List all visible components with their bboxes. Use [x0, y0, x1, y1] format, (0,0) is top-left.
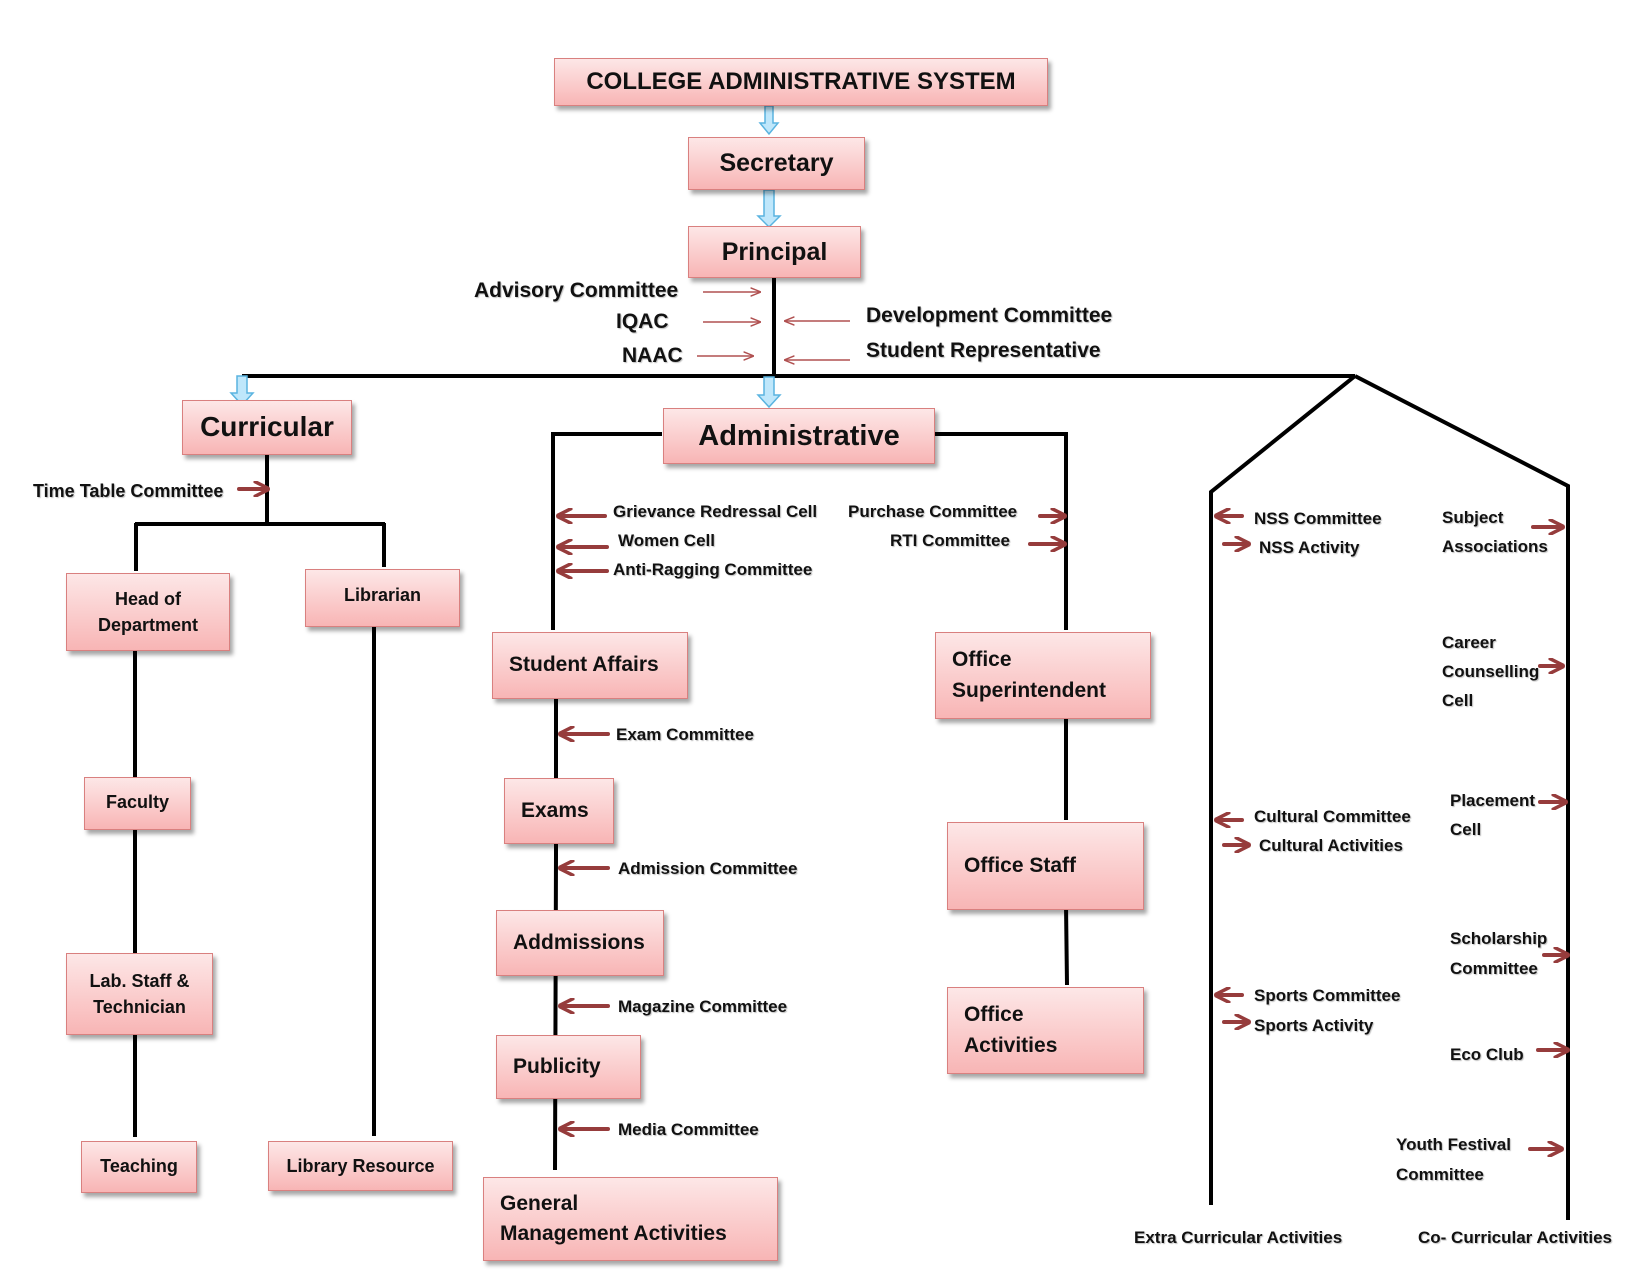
lab-staff-box: Lab. Staff & Technician — [66, 953, 213, 1035]
advisory-committee-label: Advisory Committee — [474, 279, 679, 302]
sports-committee-label: Sports Committee — [1254, 986, 1401, 1005]
grievance-label: Grievance Redressal Cell — [613, 502, 818, 521]
library-resource-box: Library Resource — [268, 1141, 453, 1191]
career-counselling-line2: Counselling — [1442, 662, 1540, 681]
exam-committee-label: Exam Committee — [616, 725, 754, 744]
administrative-text: Administrative — [698, 419, 900, 452]
office-activities-line1: Office — [964, 1003, 1024, 1027]
subject-associations-line2: Associations — [1442, 537, 1548, 556]
scholarship-committee-line1: Scholarship — [1450, 929, 1548, 948]
nss-committee-label: NSS Committee — [1254, 509, 1382, 528]
cultural-activities-label: Cultural Activities — [1259, 836, 1403, 855]
librarian-text: Librarian — [343, 585, 422, 605]
subject-associations-line1: Subject — [1442, 508, 1504, 527]
development-committee-label: Development Committee — [866, 304, 1113, 327]
nss-activity-label: NSS Activity — [1259, 538, 1360, 557]
scholarship-committee-line2: Committee — [1450, 959, 1538, 978]
administrative-box: Administrative — [663, 408, 935, 464]
hod-line2: Department — [97, 615, 199, 635]
office-superintendent-line2: Superintendent — [952, 678, 1107, 702]
office-staff-box: Office Staff — [947, 822, 1144, 910]
magazine-committee-label: Magazine Committee — [618, 997, 788, 1016]
women-cell-label: Women Cell — [618, 531, 715, 550]
eco-club-label: Eco Club — [1450, 1045, 1524, 1064]
principal-text: Principal — [721, 237, 828, 266]
career-counselling-line3: Cell — [1442, 691, 1474, 710]
hod-line1: Head of — [114, 588, 181, 609]
secretary-box: Secretary — [688, 137, 865, 190]
lab-line1: Lab. Staff & — [89, 970, 190, 991]
faculty-text: Faculty — [105, 792, 170, 812]
teaching-text: Teaching — [100, 1156, 178, 1176]
anti-ragging-clip: Anti-Ragging Committee — [610, 558, 850, 579]
secretary-text: Secretary — [719, 149, 834, 178]
youth-festival-line1: Youth Festival — [1396, 1135, 1511, 1154]
anti-ragging-label: Anti-Ragging Committee — [613, 560, 813, 579]
office-activities-line2: Activities — [964, 1033, 1058, 1057]
naac-label: NAAC — [622, 344, 683, 367]
publicity-text: Publicity — [513, 1054, 601, 1078]
general-management-box: General Management Activities — [483, 1177, 778, 1261]
sports-activity-label: Sports Activity — [1254, 1016, 1374, 1035]
office-superintendent-box: Office Superintendent — [935, 632, 1151, 719]
exams-text: Exams — [521, 798, 589, 822]
title-text: COLLEGE ADMINISTRATIVE SYSTEM — [586, 67, 1016, 95]
library-resource-text: Library Resource — [286, 1155, 435, 1176]
admissions-text: Addmissions — [513, 930, 645, 954]
publicity-box: Publicity — [496, 1035, 641, 1099]
faculty-box: Faculty — [84, 777, 191, 830]
student-affairs-box: Student Affairs — [492, 632, 688, 699]
student-affairs-text: Student Affairs — [509, 653, 659, 677]
hod-box: Head of Department — [66, 573, 230, 651]
office-activities-box: Office Activities — [947, 987, 1144, 1074]
purchase-committee-label: Purchase Committee — [848, 502, 1018, 521]
curricular-box: Curricular — [182, 400, 352, 455]
librarian-box: Librarian — [305, 569, 460, 627]
teaching-box: Teaching — [81, 1141, 197, 1193]
placement-cell-line1: Placement — [1450, 791, 1536, 810]
admissions-box: Addmissions — [496, 910, 664, 976]
office-superintendent-line1: Office — [952, 648, 1012, 672]
office-staff-text: Office Staff — [964, 853, 1077, 877]
placement-cell-line2: Cell — [1450, 820, 1482, 839]
general-management-line2: Management Activities — [500, 1222, 727, 1245]
co-curricular-footer: Co- Curricular Activities — [1418, 1228, 1612, 1247]
thin-arrows — [697, 292, 850, 360]
iqac-label: IQAC — [616, 310, 669, 333]
curricular-text: Curricular — [200, 411, 334, 443]
rti-committee-label: RTI Committee — [890, 531, 1010, 550]
extra-curricular-footer: Extra Curricular Activities — [1134, 1228, 1343, 1247]
general-management-line1: General — [500, 1191, 579, 1215]
red-arrows — [237, 489, 1570, 1149]
principal-box: Principal — [688, 226, 861, 278]
time-table-committee-label: Time Table Committee — [33, 481, 224, 501]
lab-line2: Technician — [93, 997, 186, 1017]
exams-box: Exams — [504, 778, 614, 844]
blue-down-arrows — [229, 105, 782, 409]
cultural-committee-label: Cultural Committee — [1254, 807, 1411, 826]
media-committee-label: Media Committee — [618, 1120, 759, 1139]
admission-committee-label: Admission Committee — [618, 859, 798, 878]
student-representative-label: Student Representative — [866, 339, 1101, 362]
title-box: COLLEGE ADMINISTRATIVE SYSTEM — [554, 58, 1048, 106]
career-counselling-line1: Career — [1442, 633, 1496, 652]
youth-festival-line2: Committee — [1396, 1165, 1484, 1184]
